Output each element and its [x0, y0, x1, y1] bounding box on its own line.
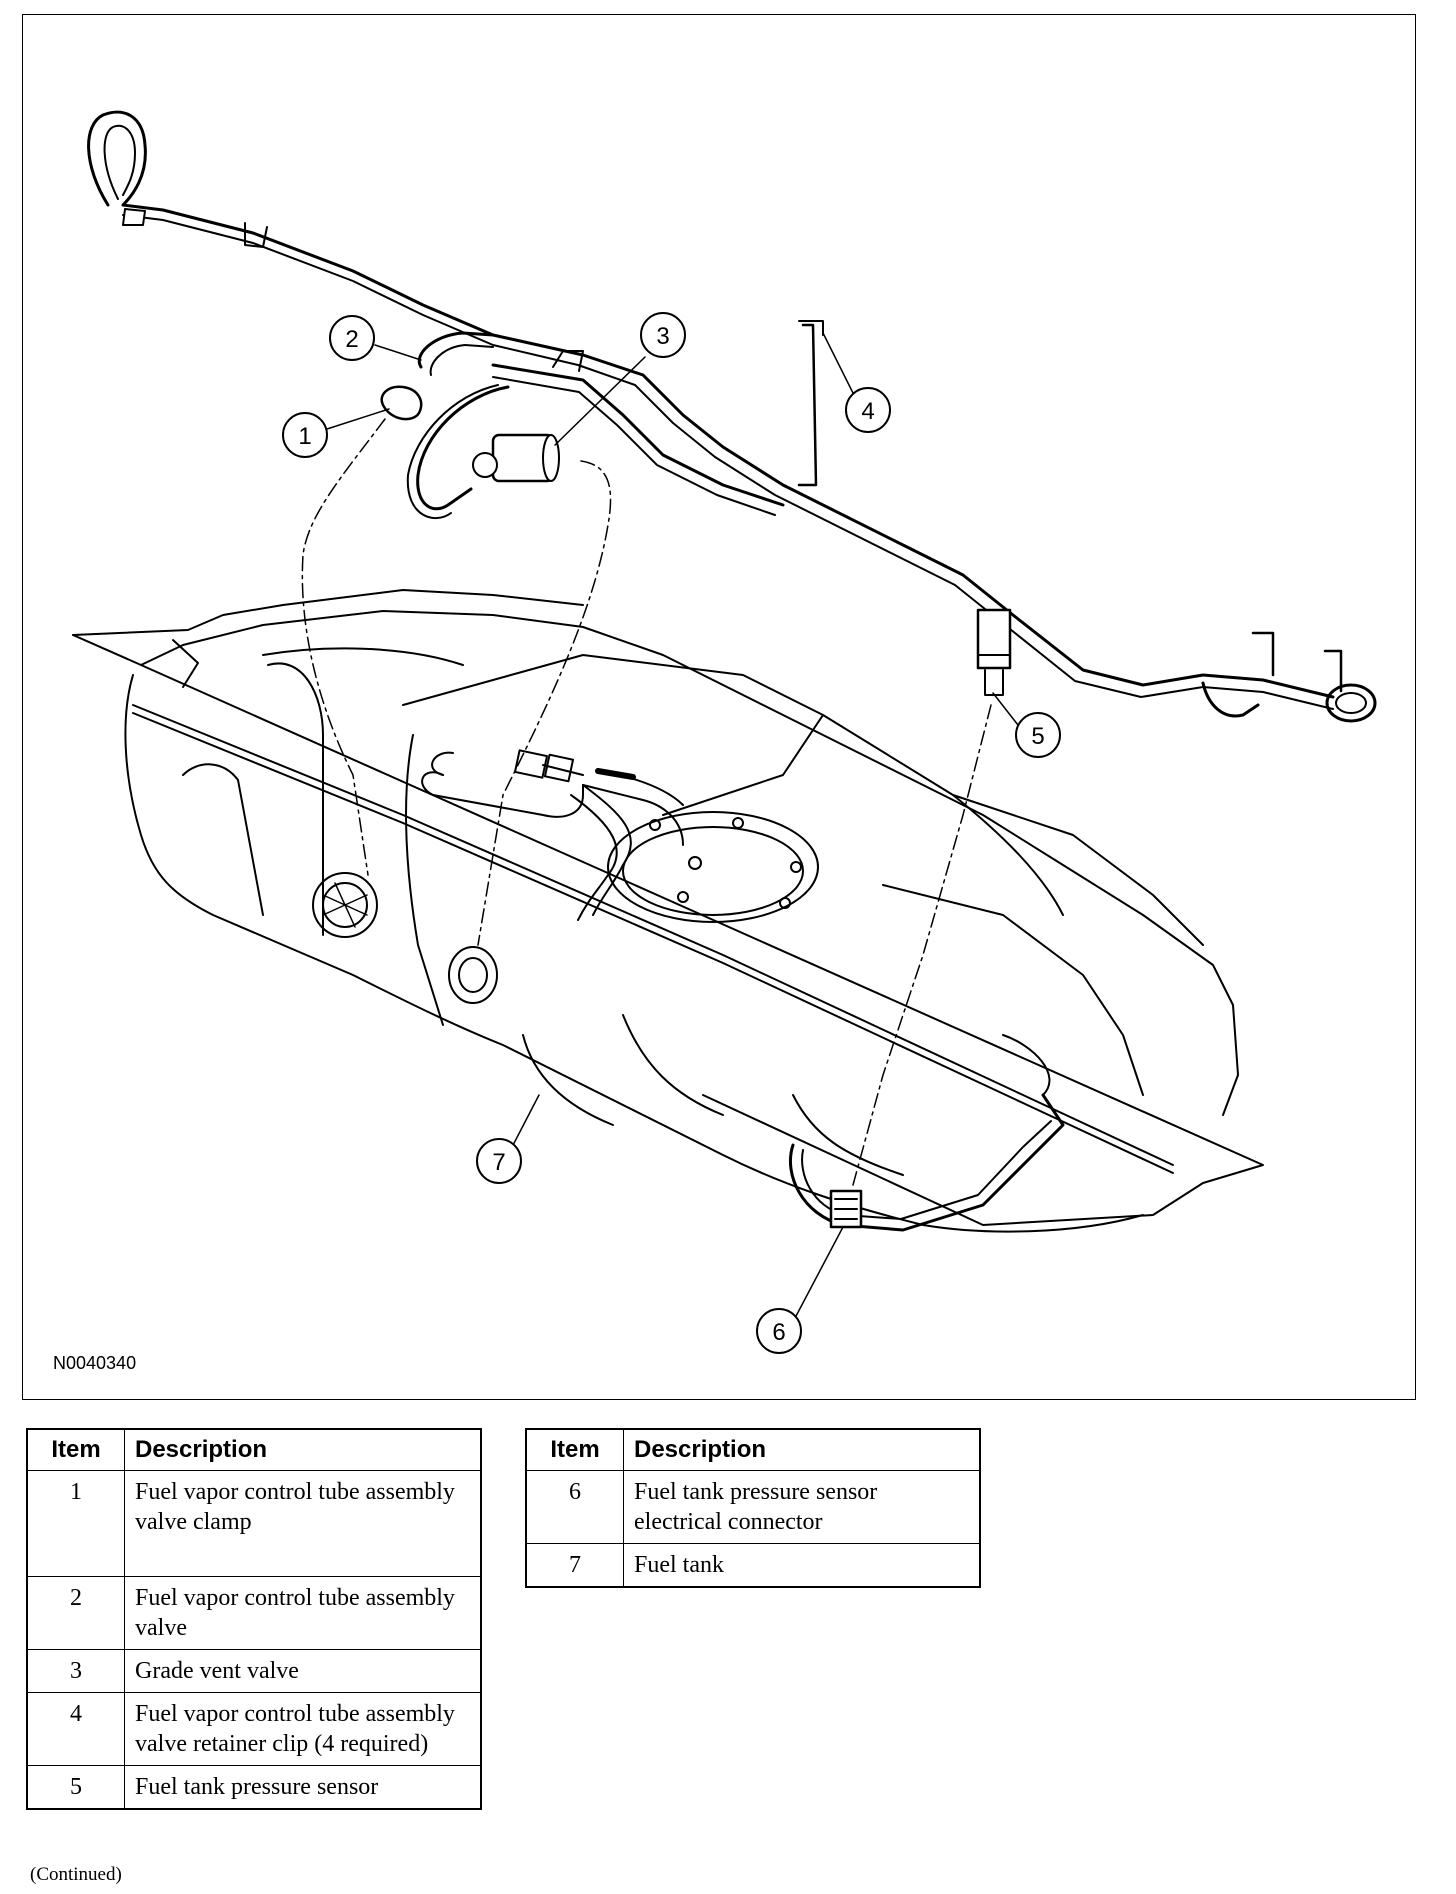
description-header: Description	[623, 1428, 981, 1471]
alignment-lines	[301, 418, 992, 1186]
callout-4-label: 4	[861, 398, 874, 425]
vapor-tube-assembly	[87, 110, 1377, 723]
fuel-tank	[72, 589, 1264, 1233]
callout-1-label: 1	[298, 423, 311, 450]
legend-row: 5 Fuel tank pressure sensor	[26, 1765, 482, 1810]
callout-3-label: 3	[656, 323, 669, 350]
item-number: 3	[26, 1649, 125, 1693]
legend-row: 2 Fuel vapor control tube assembly valve	[26, 1576, 482, 1650]
callout-6-label: 6	[772, 1319, 785, 1346]
legend-row: 1 Fuel vapor control tube assembly valve…	[26, 1470, 482, 1577]
item-header: Item	[26, 1428, 125, 1471]
item-number: 7	[525, 1543, 624, 1588]
callout-7-label: 7	[492, 1149, 505, 1176]
legend-header-row: Item Description	[26, 1428, 482, 1471]
item-description: Fuel vapor control tube assembly valve c…	[124, 1470, 482, 1577]
item-number: 5	[26, 1765, 125, 1810]
item-number: 1	[26, 1470, 125, 1577]
item-number: 4	[26, 1692, 125, 1766]
legend-row: 7 Fuel tank	[525, 1543, 981, 1588]
exploded-diagram: 1 2 3 4 5 6 7 N0040340	[22, 14, 1416, 1400]
callout-5: 5	[1015, 712, 1061, 758]
item-description: Fuel tank pressure sensor electrical con…	[623, 1470, 981, 1544]
callout-7: 7	[476, 1138, 522, 1184]
callout-3: 3	[640, 312, 686, 358]
legend-table-left: Item Description 1 Fuel vapor control tu…	[26, 1428, 482, 1810]
legend-header-row: Item Description	[525, 1428, 981, 1471]
callout-4: 4	[845, 387, 891, 433]
callout-6: 6	[756, 1308, 802, 1354]
item-description: Fuel tank	[623, 1543, 981, 1588]
item-number: 2	[26, 1576, 125, 1650]
legend-row: 3 Grade vent valve	[26, 1649, 482, 1693]
callout-5-label: 5	[1031, 723, 1044, 750]
item-description: Fuel vapor control tube assembly valve	[124, 1576, 482, 1650]
callout-1: 1	[282, 412, 328, 458]
continued-note: (Continued)	[30, 1864, 122, 1885]
item-description: Grade vent valve	[124, 1649, 482, 1693]
item-number: 6	[525, 1470, 624, 1544]
callout-2-label: 2	[345, 326, 358, 353]
description-header: Description	[124, 1428, 482, 1471]
item-description: Fuel vapor control tube assembly valve r…	[124, 1692, 482, 1766]
figure-id: N0040340	[53, 1353, 137, 1373]
item-description: Fuel tank pressure sensor	[124, 1765, 482, 1810]
callout-leaders	[326, 332, 1019, 1319]
callout-2: 2	[329, 315, 375, 361]
item-header: Item	[525, 1428, 624, 1471]
legend-table-right: Item Description 6 Fuel tank pressure se…	[525, 1428, 981, 1588]
legend-row: 4 Fuel vapor control tube assembly valve…	[26, 1692, 482, 1766]
legend-row: 6 Fuel tank pressure sensor electrical c…	[525, 1470, 981, 1544]
fuel-system-drawing: 1 2 3 4 5 6 7	[72, 110, 1377, 1354]
